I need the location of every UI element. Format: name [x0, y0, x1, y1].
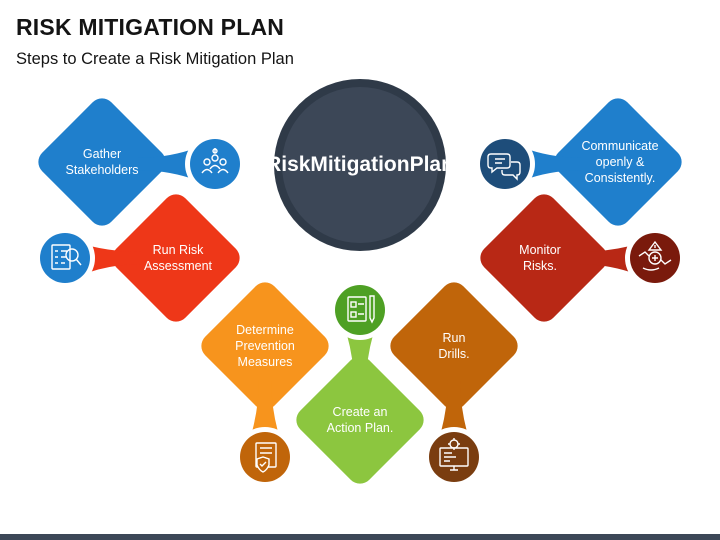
label-line: Create an [332, 405, 388, 419]
step-monitor-shape[interactable] [475, 189, 685, 327]
step-action-shape[interactable] [291, 280, 429, 489]
stakeholders-icon [201, 148, 229, 174]
label-line: Monitor [519, 243, 561, 257]
plan-board-icon [347, 295, 375, 324]
label-line: Measures [237, 355, 293, 369]
step-gather-shape[interactable] [33, 93, 245, 231]
step-assess-shape[interactable] [35, 189, 245, 327]
center-circle [274, 79, 446, 251]
label-line: Communicate [581, 139, 659, 153]
label-line: Stakeholders [65, 163, 139, 177]
step-action-label: Create an Action Plan. [310, 398, 410, 442]
monitor-gear-icon [439, 438, 469, 471]
step-communicate-shape[interactable] [475, 93, 687, 231]
label-line: Assessment [143, 259, 213, 273]
step-drills-shape[interactable] [385, 277, 523, 487]
step-drills-label: Run Drills. [404, 324, 504, 368]
step-prevent-label: Determine Prevention Measures [215, 318, 315, 374]
center-line: Risk [266, 153, 311, 176]
label-line: Gather [82, 147, 122, 161]
label-line: Action Plan. [326, 421, 394, 435]
footer-bar [0, 534, 720, 540]
step-assess-label: Run Risk Assessment [128, 236, 228, 280]
label-line: Risks. [522, 259, 558, 273]
label-line: Drills. [438, 347, 470, 361]
label-line: Consistently. [584, 171, 656, 185]
label-line: Prevention [235, 339, 295, 353]
step-monitor-label: Monitor Risks. [490, 236, 590, 280]
hand-hazard-icon [638, 240, 672, 271]
checklist-magnifier-icon [51, 244, 82, 270]
center-label: Risk Mitigation Plan [266, 110, 454, 220]
step-communicate-label: Communicate openly & Consistently. [568, 134, 672, 190]
center-line: Plan [409, 153, 454, 176]
page-subtitle: Steps to Create a Risk Mitigation Plan [16, 50, 294, 68]
label-line: Run [442, 331, 466, 345]
label-line: Run Risk [152, 243, 204, 257]
page-title: RISK MITIGATION PLAN [16, 14, 285, 40]
chat-bubbles-icon [487, 153, 521, 181]
shield-document-icon [255, 442, 277, 473]
step-gather-label: Gather Stakeholders [52, 140, 152, 184]
label-line: openly & [595, 155, 645, 169]
center-line: Mitigation [310, 153, 410, 176]
step-prevent-shape[interactable] [196, 277, 334, 487]
label-line: Determine [236, 323, 294, 337]
